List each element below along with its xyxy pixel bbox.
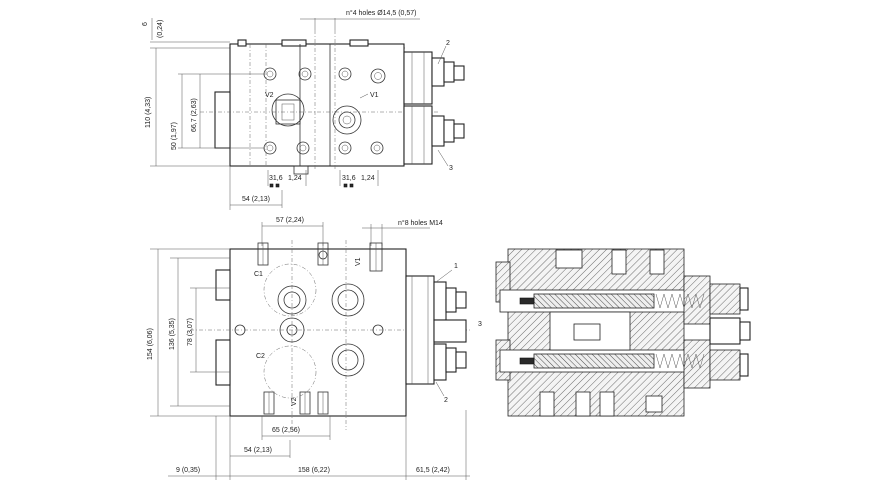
top-dim-31-left: 31,6 xyxy=(269,175,283,182)
top-dim-54: 54 (2,13) xyxy=(242,196,270,203)
top-callout-2: 2 xyxy=(446,40,450,47)
top-cartridge-upper xyxy=(403,51,465,105)
front-callout-2: 2 xyxy=(444,397,448,404)
front-dim-65: 65 (2,56) xyxy=(272,427,300,434)
front-label-v1: V1 xyxy=(355,257,362,266)
section-view xyxy=(495,248,751,417)
front-label-v2: V2 xyxy=(291,397,298,406)
front-dim-78: 78 (3,07) xyxy=(187,318,194,346)
top-dim-6-in: (0,24) xyxy=(157,20,164,38)
section-cartridges xyxy=(655,275,751,389)
top-dim-66: 66,7 (2,63) xyxy=(191,98,198,132)
front-holes-note: n°8 holes M14 xyxy=(398,219,443,227)
front-ports xyxy=(234,250,384,399)
top-dim-50: 50 (1,97) xyxy=(171,122,178,150)
top-dim-124-right: 1,24 xyxy=(361,175,375,182)
top-label-v2: V2 xyxy=(265,92,274,99)
top-dim-110: 110 (4,33) xyxy=(145,97,152,128)
front-thread-holes xyxy=(257,242,383,415)
front-dim-154: 154 (6,06) xyxy=(147,328,154,360)
front-dim-54: 54 (2,13) xyxy=(244,447,272,454)
front-dim-136: 136 (5,35) xyxy=(169,318,176,350)
front-callout-3: 3 xyxy=(478,321,482,328)
top-view: 6 (0,24) n°4 holes Ø14,5 (0,57) xyxy=(142,9,465,210)
top-dim-124-left: 1,24 xyxy=(288,175,302,182)
front-dim-158: 158 (6,22) xyxy=(298,467,330,474)
top-holes-note: n°4 holes Ø14,5 (0,57) xyxy=(346,9,417,17)
top-cartridge-lower xyxy=(403,105,465,165)
front-label-c2: C2 xyxy=(256,353,265,360)
front-view: 57 (2,24) n°8 holes M14 V1 V2 xyxy=(147,217,482,480)
top-bolt-holes xyxy=(263,67,386,155)
front-cartridges xyxy=(405,275,467,385)
top-dim-31-right: 31,6 xyxy=(342,175,356,182)
front-label-c1: C1 xyxy=(254,271,263,278)
top-valve-body xyxy=(229,43,405,167)
top-label-v1: V1 xyxy=(370,92,379,99)
front-dim-57: 57 (2,24) xyxy=(276,217,304,224)
top-dim-6: 6 xyxy=(142,22,149,26)
top-callout-3: 3 xyxy=(449,165,453,172)
front-dim-9: 9 (0,35) xyxy=(176,467,200,474)
front-valve-body xyxy=(229,248,407,417)
front-dim-615: 61,5 (2,42) xyxy=(416,467,450,474)
section-spools xyxy=(519,293,655,369)
front-callout-1: 1 xyxy=(454,263,458,270)
